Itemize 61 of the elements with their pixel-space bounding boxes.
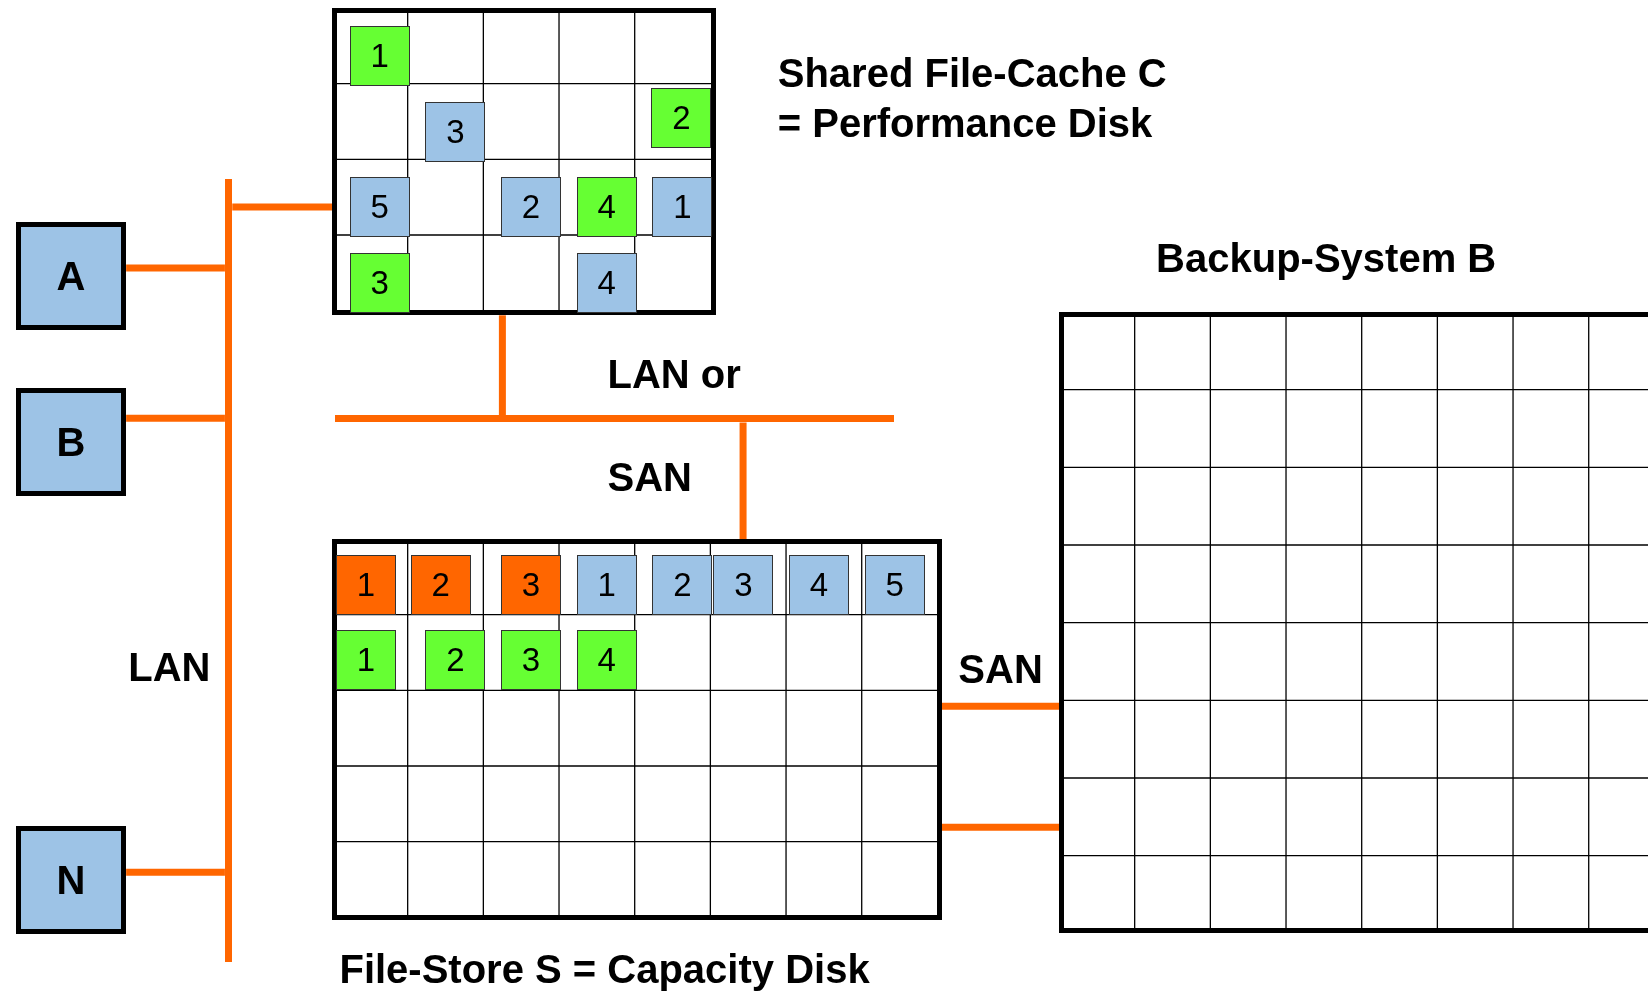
client-label: N xyxy=(55,857,87,903)
block-number: 1 xyxy=(672,188,693,227)
data-block xyxy=(576,253,637,313)
edge-label: SAN xyxy=(958,646,1043,694)
data-block xyxy=(410,554,471,615)
array-heading: Shared File-Cache C = Performance Disk xyxy=(777,50,1168,148)
block-number: 2 xyxy=(430,565,451,604)
data-block xyxy=(425,101,486,162)
array-heading: Backup-System B xyxy=(1156,235,1498,283)
data-block xyxy=(864,554,925,615)
block-number: 1 xyxy=(596,565,617,604)
data-block xyxy=(576,554,637,615)
data-block xyxy=(501,630,561,691)
block-number: 5 xyxy=(369,188,390,227)
block-number: 2 xyxy=(520,188,542,227)
network-bus xyxy=(335,415,895,423)
block-number: 2 xyxy=(445,641,466,680)
data-block xyxy=(501,177,561,238)
block-number: 3 xyxy=(445,112,466,151)
network-label: SAN xyxy=(607,453,692,501)
block-number: 3 xyxy=(520,565,542,604)
data-block xyxy=(576,630,637,691)
block-number: 5 xyxy=(884,565,905,604)
data-block xyxy=(336,630,396,691)
data-block xyxy=(349,253,410,313)
client-box xyxy=(15,826,127,935)
network-link xyxy=(498,315,506,416)
block-number: 4 xyxy=(596,641,617,680)
network-link xyxy=(941,823,1060,831)
data-block xyxy=(789,554,849,615)
client-label: A xyxy=(55,253,87,299)
network-bus xyxy=(224,178,233,962)
block-number: 2 xyxy=(671,98,692,137)
block-number: 3 xyxy=(520,641,542,680)
data-block xyxy=(713,554,774,615)
data-block xyxy=(651,88,712,148)
client-label: B xyxy=(55,419,87,465)
block-number: 4 xyxy=(808,565,830,604)
data-block xyxy=(652,554,713,615)
client-box xyxy=(15,387,127,497)
block-number: 2 xyxy=(672,565,693,604)
block-number: 1 xyxy=(355,565,377,604)
network-link xyxy=(739,422,747,540)
block-number: 1 xyxy=(369,36,390,75)
block-number: 4 xyxy=(596,188,617,227)
block-number: 3 xyxy=(733,565,754,604)
data-block xyxy=(349,26,410,86)
network-label: LAN xyxy=(128,644,211,692)
network-link xyxy=(941,702,1060,710)
data-block xyxy=(336,554,396,615)
data-block xyxy=(576,177,637,238)
client-box xyxy=(15,221,127,330)
data-block xyxy=(652,177,713,238)
block-number: 4 xyxy=(596,264,617,302)
array-heading: File-Store S = Capacity Disk xyxy=(339,945,871,993)
block-number: 1 xyxy=(355,641,377,680)
data-block xyxy=(501,554,561,615)
network-label: LAN or xyxy=(607,350,741,398)
data-block xyxy=(349,177,410,238)
data-block xyxy=(425,630,486,691)
block-number: 3 xyxy=(369,264,390,302)
